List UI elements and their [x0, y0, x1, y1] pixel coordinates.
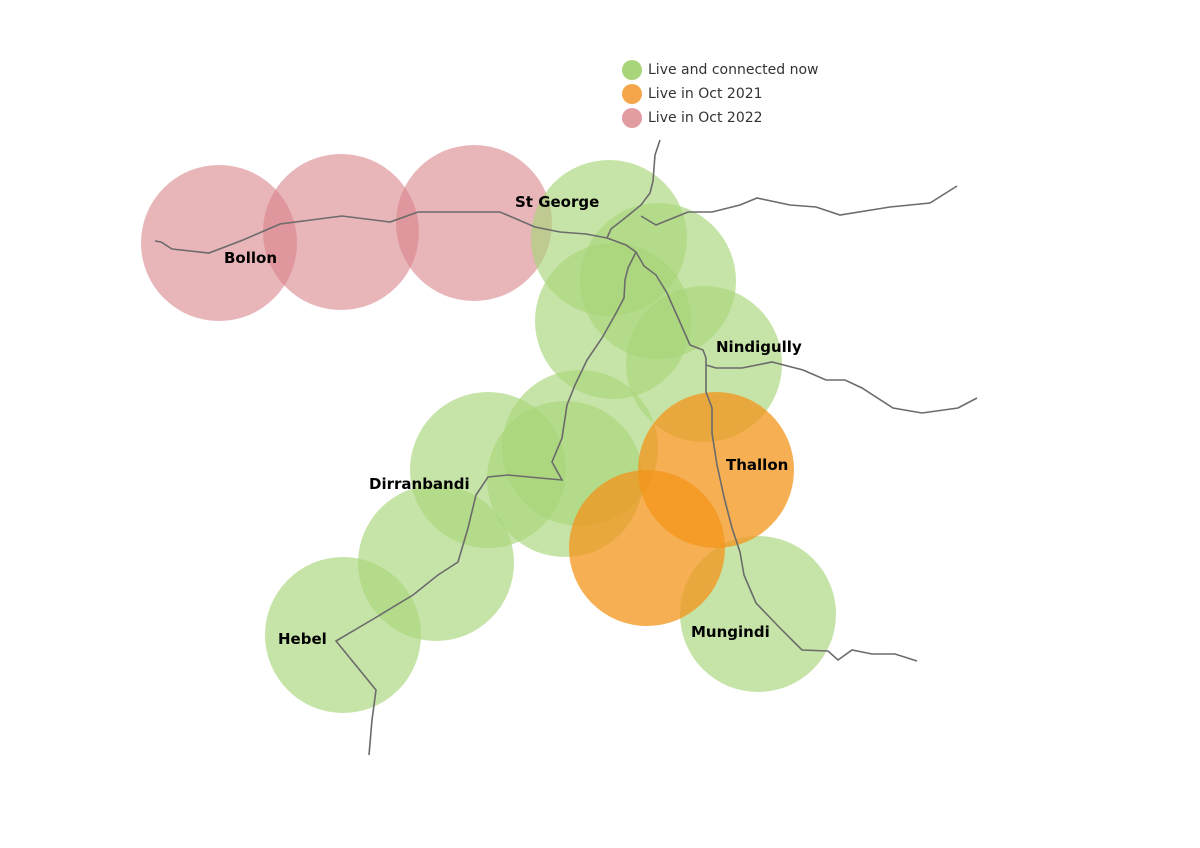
coverage-circle-bollon-east: [263, 154, 419, 310]
town-label-dirranbandi: Dirranbandi: [369, 475, 470, 493]
road-network: [154, 139, 978, 756]
legend-item-live-2022: Live in Oct 2022: [622, 106, 818, 130]
legend-item-live-2021: Live in Oct 2021: [622, 82, 818, 106]
legend-label-live-2021: Live in Oct 2021: [648, 86, 763, 102]
road-st-george-nindigully-mungindi: [606, 237, 918, 662]
road-north-from-st-george: [606, 139, 661, 239]
legend-swatch-green: [622, 60, 642, 80]
road-bollon-st-george: [154, 211, 608, 254]
town-label-nindigully: Nindigully: [716, 338, 802, 356]
coverage-circle-bollon: [141, 165, 297, 321]
coverage-2021-group: [569, 392, 794, 626]
legend-swatch-orange: [622, 84, 642, 104]
coverage-circle-hebel: [265, 557, 421, 713]
town-label-bollon: Bollon: [224, 249, 277, 267]
town-label-st-george: St George: [515, 193, 599, 211]
coverage-circle-thallon-southwest: [569, 470, 725, 626]
legend-swatch-pink: [622, 108, 642, 128]
coverage-2022-group: [141, 145, 552, 321]
road-east-from-st-george: [640, 185, 958, 226]
town-label-mungindi: Mungindi: [691, 623, 770, 641]
road-nindigully-east: [705, 361, 978, 414]
legend-item-live-now: Live and connected now: [622, 58, 818, 82]
coverage-circle-st-george-west: [396, 145, 552, 301]
road-st-george-dirranbandi-hebel: [334, 251, 637, 756]
map-legend: Live and connected now Live in Oct 2021 …: [622, 58, 818, 130]
legend-label-live-now: Live and connected now: [648, 62, 819, 78]
town-label-thallon: Thallon: [726, 456, 788, 474]
legend-label-live-2022: Live in Oct 2022: [648, 110, 763, 126]
town-label-hebel: Hebel: [278, 630, 327, 648]
town-labels: St George Bollon Nindigully Thallon Dirr…: [224, 193, 802, 648]
coverage-now-group: [265, 160, 836, 713]
